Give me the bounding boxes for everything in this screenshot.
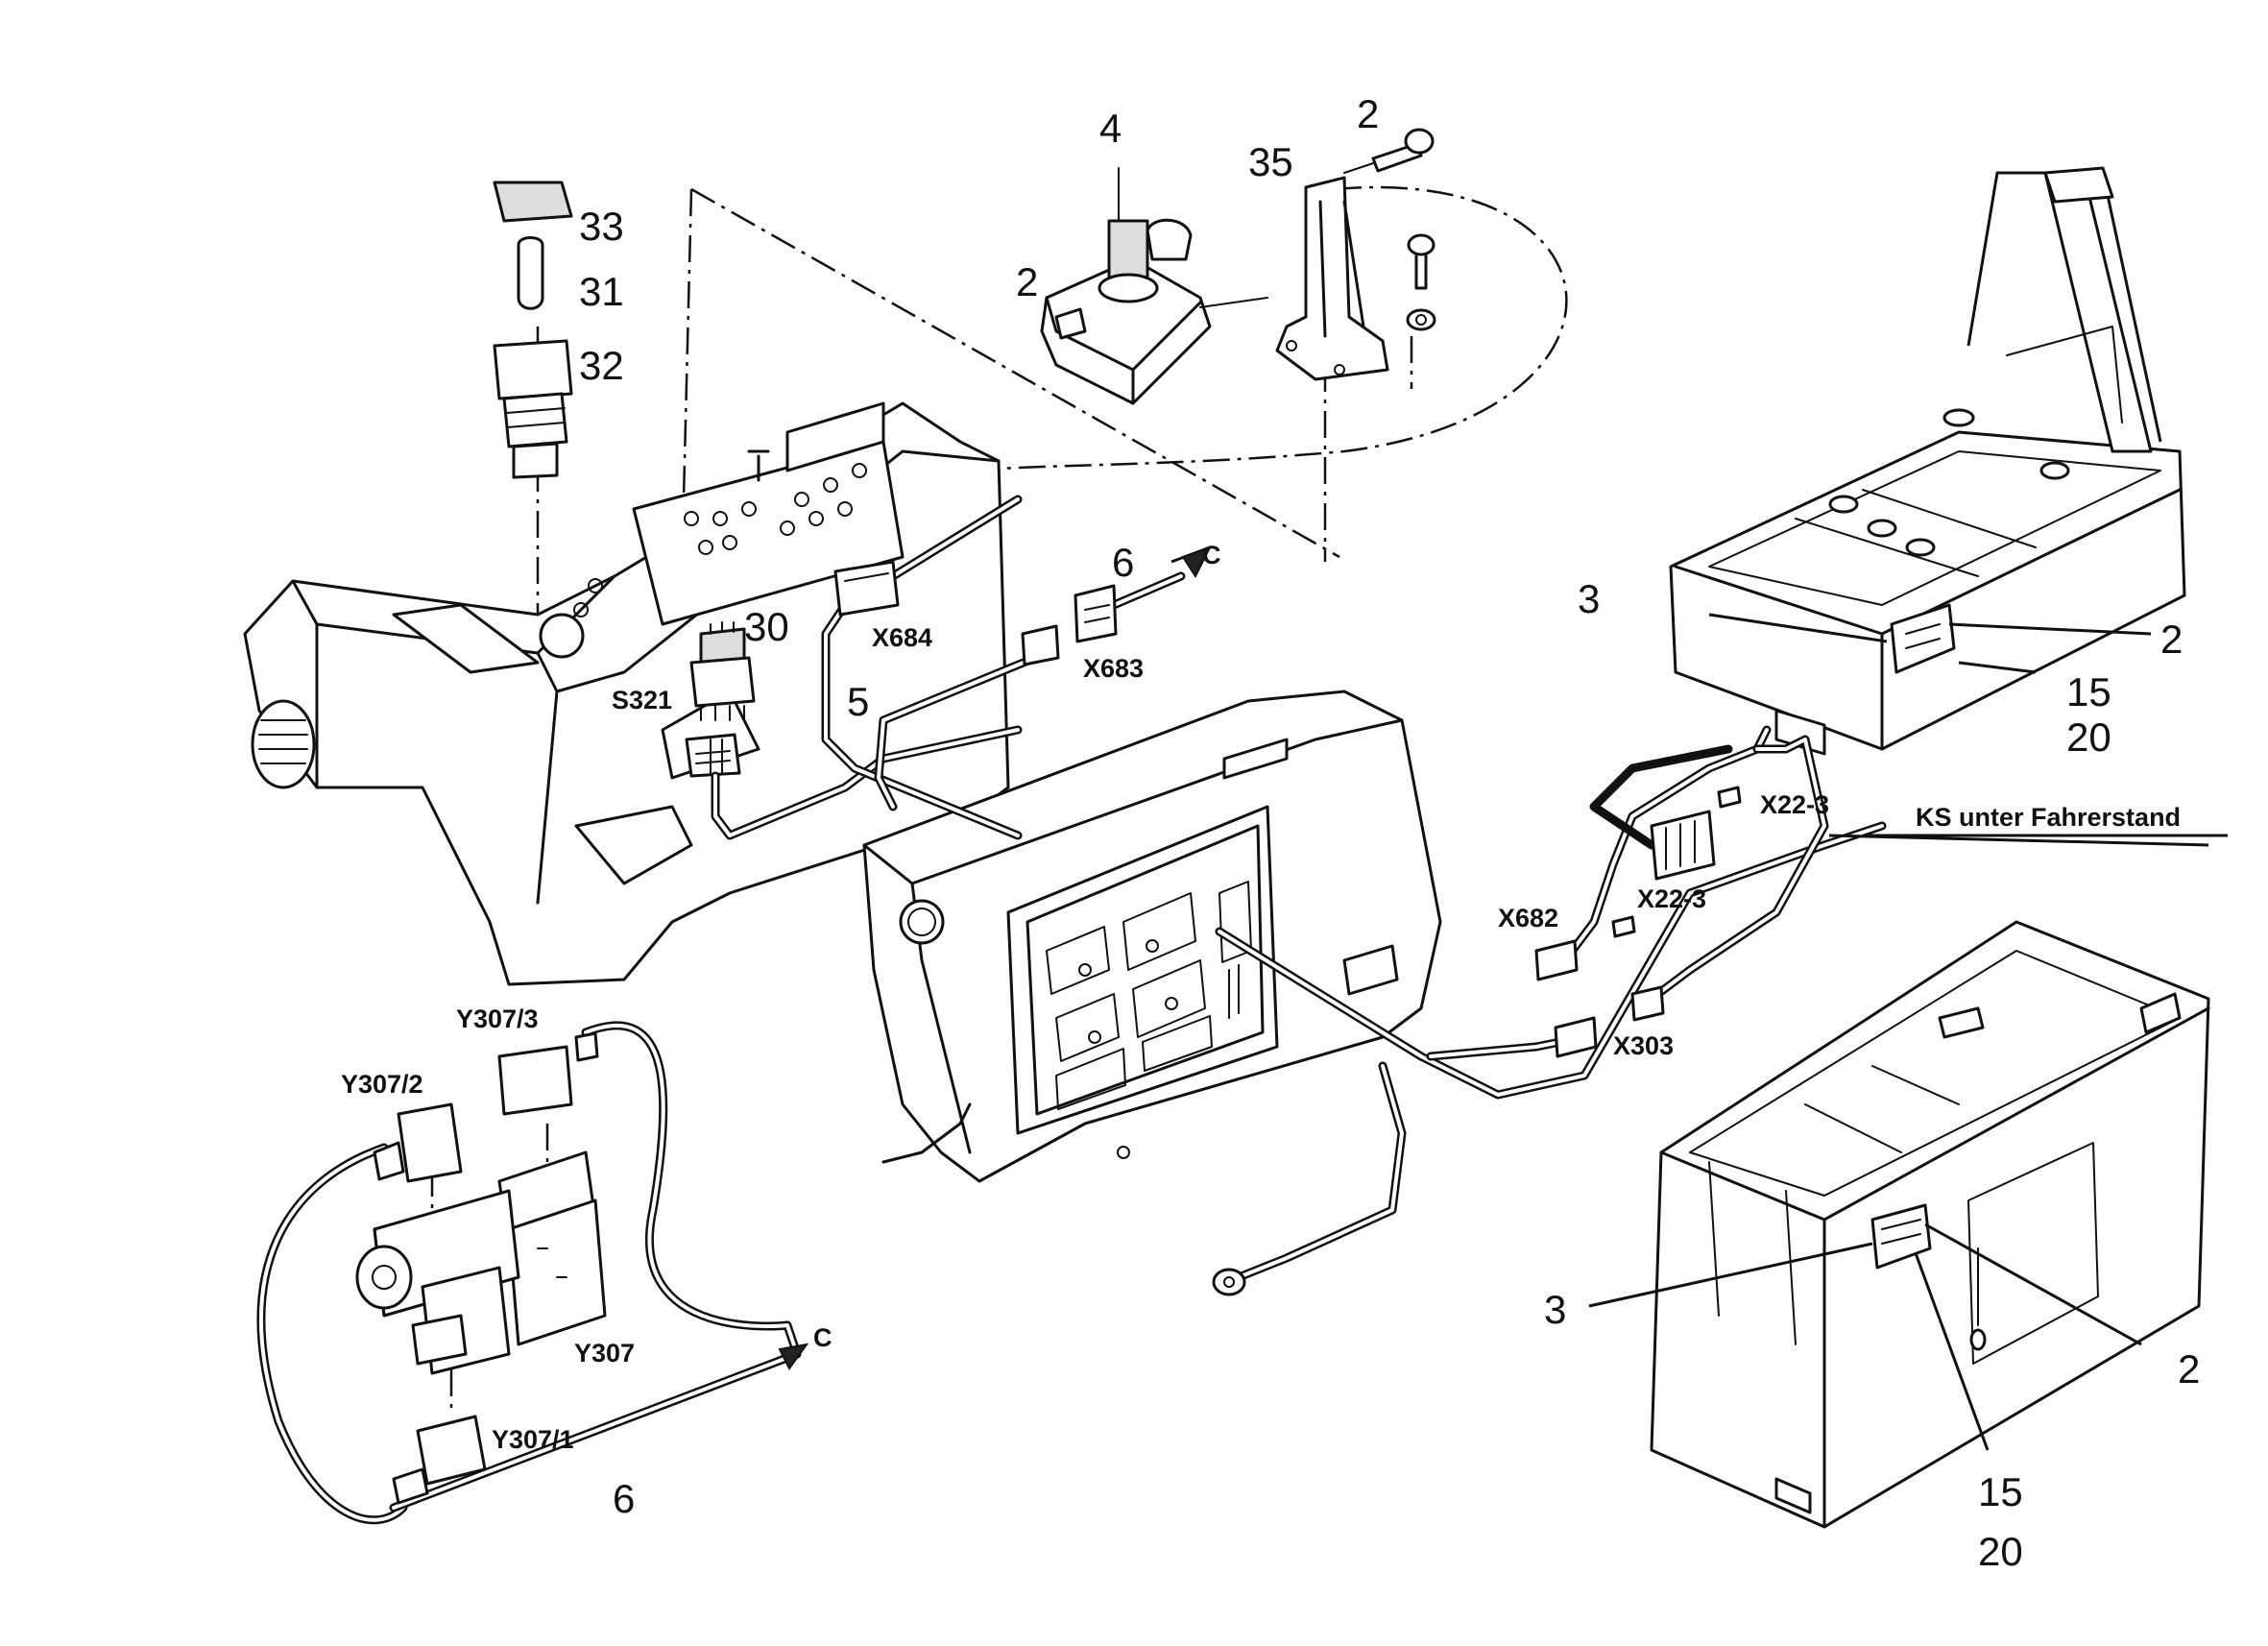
label-s321: S321 xyxy=(612,686,672,714)
arrow-c-bottom xyxy=(778,1343,809,1370)
mounting-bracket xyxy=(1275,128,1436,381)
label-15-lower: 15 xyxy=(1978,1469,2023,1514)
switch-s321 xyxy=(685,621,1023,840)
joystick-assembly xyxy=(1040,167,1268,405)
connector-x682 xyxy=(1534,939,1579,981)
lamp-holder-32 xyxy=(493,339,573,400)
lamp-cap-33 xyxy=(493,181,573,223)
label-35: 35 xyxy=(1248,139,1293,184)
label-x684: X684 xyxy=(872,623,932,652)
label-32: 32 xyxy=(579,343,624,388)
label-20-lower: 20 xyxy=(1978,1529,2023,1574)
screw xyxy=(1371,142,1423,173)
upper-right-cabinet xyxy=(1669,166,2186,756)
label-30: 30 xyxy=(744,604,789,649)
label-c-bottom: C xyxy=(813,1323,832,1352)
coil-y307-3 xyxy=(497,1045,573,1116)
lamp-parts xyxy=(493,181,573,479)
label-x22-3-a: X22-3 xyxy=(1760,790,1829,819)
lower-right-cabinet xyxy=(1650,920,2210,1529)
connector-x683-b xyxy=(1074,584,1118,643)
bulb-31 xyxy=(517,236,544,310)
connector-x684 xyxy=(833,560,900,617)
control-housing xyxy=(862,690,1442,1183)
label-33: 33 xyxy=(579,204,624,249)
label-4: 4 xyxy=(1099,106,1122,151)
connector-x22-3 xyxy=(1650,810,1716,881)
leader-lines xyxy=(1170,545,2209,1451)
label-6-bottom: 6 xyxy=(613,1476,635,1521)
label-2-screw: 2 xyxy=(1357,91,1379,136)
label-2-lower-right: 2 xyxy=(2178,1346,2200,1392)
label-y307: Y307 xyxy=(574,1339,635,1368)
label-y307-3: Y307/3 xyxy=(456,1005,539,1033)
label-x22-3-b: X22-3 xyxy=(1637,884,1706,913)
connector-upper xyxy=(1890,603,1956,674)
label-2-upper-right: 2 xyxy=(2160,617,2183,662)
label-c-top: C xyxy=(1202,541,1221,569)
label-x682: X682 xyxy=(1498,904,1558,932)
label-3-lower: 3 xyxy=(1544,1287,1566,1332)
label-2-joystick: 2 xyxy=(1016,259,1038,304)
label-x683: X683 xyxy=(1083,654,1144,683)
coil-y307-1 xyxy=(416,1415,487,1486)
label-6-top: 6 xyxy=(1112,540,1134,585)
cables xyxy=(256,495,1887,1525)
connector-x683-a xyxy=(1021,624,1060,666)
connector-x303 xyxy=(1554,1016,1598,1058)
label-x303: X303 xyxy=(1613,1031,1674,1060)
part-labels: 33 31 32 30 S321 4 2 35 2 X684 6 C X683 … xyxy=(341,91,2200,1574)
label-3-upper: 3 xyxy=(1578,576,1600,621)
label-31: 31 xyxy=(579,269,624,314)
label-y307-2: Y307/2 xyxy=(341,1070,423,1099)
label-y307-1: Y307/1 xyxy=(492,1425,574,1454)
arrow-c-top xyxy=(1181,545,1213,579)
coil-y307-2 xyxy=(397,1102,463,1183)
label-20-upper: 20 xyxy=(2066,714,2111,760)
operator-console xyxy=(243,401,1010,986)
label-ks-note: KS unter Fahrerstand xyxy=(1916,803,2181,832)
label-15-upper: 15 xyxy=(2066,669,2111,714)
connectors xyxy=(833,560,1742,1058)
valve-y307 xyxy=(355,1031,607,1505)
label-5: 5 xyxy=(847,679,869,724)
